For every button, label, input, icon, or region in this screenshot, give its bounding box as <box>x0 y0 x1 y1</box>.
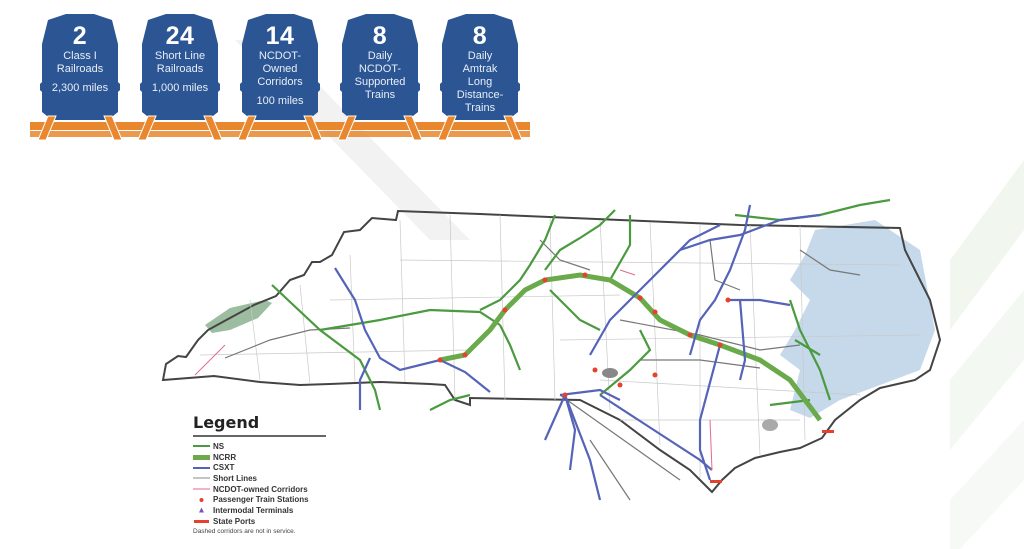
stat-label-line: Owned <box>262 63 298 75</box>
stat-label-line: NCDOT- <box>258 50 302 62</box>
stat-label-line: Railroads <box>56 63 104 75</box>
stat-badge-ncdot-corridors: 14 NCDOT- Owned Corridors 100 miles <box>230 12 330 147</box>
thick-green-line-icon <box>193 454 210 460</box>
port-bar-icon <box>193 519 210 524</box>
legend-item-intermodal-terminals: Intermodal Terminals <box>193 505 343 516</box>
legend-item-ns: NS <box>193 441 343 452</box>
legend-item-ncdot-corridors: NCDOT-owned Corridors <box>193 484 343 495</box>
legend-label: NCDOT-owned Corridors <box>213 484 308 494</box>
stat-label-line: Trains <box>464 102 496 114</box>
stat-label-line: Daily <box>467 50 493 62</box>
legend-label: Short Lines <box>213 473 258 483</box>
legend-label: Passenger Train Stations <box>213 495 309 505</box>
locomotive-icon <box>130 14 230 141</box>
legend-note: Dashed corridors are not in service. <box>193 527 296 535</box>
legend-item-ncrr: NCRR <box>193 452 343 463</box>
stat-number: 8 <box>472 22 488 50</box>
legend-label: CSXT <box>213 463 235 473</box>
stat-sub: 2,300 miles <box>51 82 109 94</box>
stat-label-line: Corridors <box>257 76 303 88</box>
legend-label: Intermodal Terminals <box>213 505 294 515</box>
legend-item-passenger-stations: Passenger Train Stations <box>193 494 343 505</box>
stat-label-line: Supported <box>354 76 406 88</box>
stat-label-line: Railroads <box>156 63 204 75</box>
blue-line-icon <box>193 466 210 470</box>
stat-label-line: NCDOT- <box>358 63 402 75</box>
stat-label-line: Short Line <box>154 50 206 62</box>
legend-divider <box>193 435 326 437</box>
map-legend: Legend NS NCRR CSXT Short Lines NCDOT-ow… <box>193 413 343 535</box>
stat-label-line: Class I <box>63 50 97 62</box>
stat-number: 14 <box>265 22 295 50</box>
stat-number: 2 <box>72 22 88 50</box>
gray-line-icon <box>193 476 210 480</box>
locomotive-icon <box>430 14 530 141</box>
stat-label-line: Daily <box>367 50 393 62</box>
pink-line-icon <box>193 487 210 491</box>
green-line-icon <box>193 444 210 448</box>
stat-badges: 2 Class I Railroads 2,300 miles 24 Short… <box>30 12 530 147</box>
legend-item-state-ports: State Ports <box>193 516 343 527</box>
stat-badge-ncdot-trains: 8 Daily NCDOT- Supported Trains <box>330 12 430 147</box>
stat-label-line: Distance- <box>456 89 504 101</box>
stat-number: 24 <box>165 22 195 50</box>
legend-label: NCRR <box>213 452 237 462</box>
legend-label: State Ports <box>213 516 256 526</box>
legend-item-short-lines: Short Lines <box>193 473 343 484</box>
locomotive-icon <box>330 14 430 141</box>
legend-item-csxt: CSXT <box>193 462 343 473</box>
stat-badge-class-i: 2 Class I Railroads 2,300 miles <box>30 12 130 147</box>
locomotive-icon <box>230 14 330 141</box>
stat-label-line: Long <box>467 76 493 88</box>
nc-rail-map <box>161 198 942 501</box>
stat-label-line: Amtrak <box>462 63 498 75</box>
station-dot-icon <box>193 497 210 503</box>
legend-label: NS <box>213 441 225 451</box>
stat-number: 8 <box>372 22 388 50</box>
stat-sub: 1,000 miles <box>151 82 209 94</box>
stat-badge-short-line: 24 Short Line Railroads 1,000 miles <box>130 12 230 147</box>
stat-badge-amtrak-trains: 8 Daily Amtrak Long Distance- Trains <box>430 12 530 147</box>
legend-title: Legend <box>193 413 260 432</box>
triangle-icon <box>193 507 210 513</box>
stat-label-line: Trains <box>364 89 396 101</box>
stat-sub: 100 miles <box>256 95 304 107</box>
locomotive-icon <box>30 14 130 141</box>
